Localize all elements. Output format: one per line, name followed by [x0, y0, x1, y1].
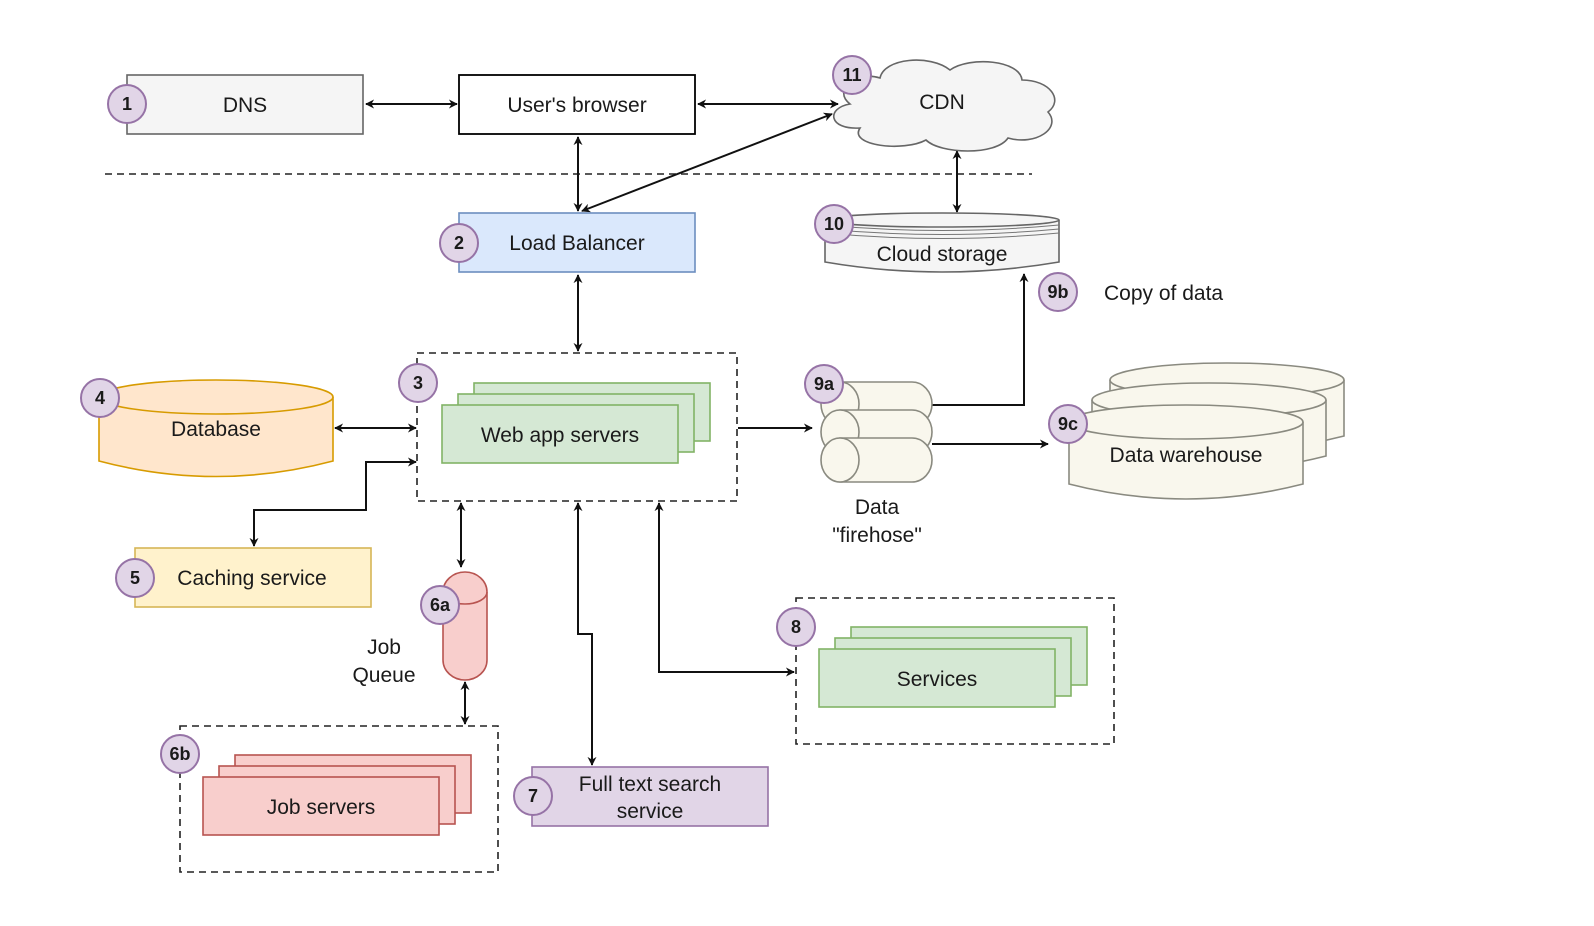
node-cdn[interactable]: CDN [832, 59, 1056, 152]
edge-firehose-storage [932, 273, 1029, 406]
caching-service-label: Caching service [177, 567, 326, 590]
cloud-icon [832, 59, 1056, 152]
edge-webapp-services [654, 502, 795, 677]
svg-text:4: 4 [95, 388, 105, 408]
node-job-servers[interactable]: Job servers [202, 754, 472, 836]
badge-6b: 6b [160, 734, 200, 774]
node-users-browser[interactable]: User's browser [458, 74, 696, 135]
badge-11: 11 [832, 55, 872, 95]
svg-text:9b: 9b [1047, 282, 1068, 302]
badge-4: 4 [80, 378, 120, 418]
node-web-app-servers[interactable]: Web app servers [441, 382, 711, 464]
job-servers-label: Job servers [267, 796, 376, 819]
svg-text:7: 7 [528, 786, 538, 806]
svg-text:6a: 6a [430, 595, 451, 615]
data-warehouse-label: Data warehouse [1110, 444, 1263, 467]
job-queue-label-line2: Queue [352, 664, 415, 687]
badge-5: 5 [115, 558, 155, 598]
node-data-warehouse[interactable]: Data warehouse [1068, 362, 1345, 500]
badge-3: 3 [398, 363, 438, 403]
full-text-search-label-line2: service [617, 800, 684, 823]
node-dns[interactable]: DNS [126, 74, 364, 135]
web-app-servers-label: Web app servers [481, 424, 639, 447]
badge-8: 8 [776, 607, 816, 647]
full-text-search-label-line1: Full text search [579, 773, 721, 796]
badge-6a: 6a [420, 585, 460, 625]
cloud-storage-label: Cloud storage [877, 243, 1008, 266]
browser-label: User's browser [507, 94, 646, 117]
svg-text:1: 1 [122, 94, 132, 114]
firehose-label-line1: Data [855, 496, 900, 519]
badge-7: 7 [513, 776, 553, 816]
load-balancer-label: Load Balancer [509, 232, 644, 255]
edge-cache-webapp [249, 457, 417, 547]
edge-webapp-search [573, 502, 597, 766]
cdn-label: CDN [919, 91, 965, 114]
node-full-text-search[interactable]: Full text search service [531, 766, 769, 827]
svg-text:2: 2 [454, 233, 464, 253]
node-caching-service[interactable]: Caching service [134, 547, 372, 608]
warehouse-cylinder-front [1068, 404, 1304, 500]
badge-2: 2 [439, 223, 479, 263]
node-job-queue[interactable]: Job Queue [352, 571, 488, 687]
firehose-label-line2: "firehose" [832, 524, 922, 547]
services-group-boundary [795, 597, 1115, 745]
firehose-cylinder-bottom [820, 437, 933, 483]
job-queue-label-line1: Job [367, 636, 401, 659]
svg-text:10: 10 [824, 214, 844, 234]
svg-text:8: 8 [791, 617, 801, 637]
svg-text:9a: 9a [814, 374, 835, 394]
node-cloud-storage[interactable]: Cloud storage [824, 212, 1060, 273]
badge-1: 1 [107, 84, 147, 124]
svg-text:11: 11 [842, 65, 861, 85]
badge-9c: 9c [1048, 404, 1088, 444]
svg-text:3: 3 [413, 373, 423, 393]
edges [249, 99, 1049, 766]
badge-9a: 9a [804, 364, 844, 404]
web-app-group-boundary [416, 352, 738, 502]
edge-cdn-lb [581, 112, 833, 213]
svg-text:5: 5 [130, 568, 140, 588]
svg-text:6b: 6b [169, 744, 190, 764]
node-data-firehose[interactable]: Data "firehose" [820, 381, 933, 547]
job-servers-group-boundary [179, 725, 499, 873]
badge-10: 10 [814, 204, 854, 244]
dns-label: DNS [223, 94, 267, 117]
svg-text:9c: 9c [1058, 414, 1078, 434]
services-label: Services [897, 668, 978, 691]
node-database[interactable]: Database [98, 379, 334, 478]
badge-9b: 9b [1038, 272, 1078, 312]
node-services[interactable]: Services [818, 626, 1088, 708]
node-load-balancer[interactable]: Load Balancer [458, 212, 696, 273]
database-label: Database [171, 418, 261, 441]
copy-of-data-label: Copy of data [1104, 282, 1223, 305]
